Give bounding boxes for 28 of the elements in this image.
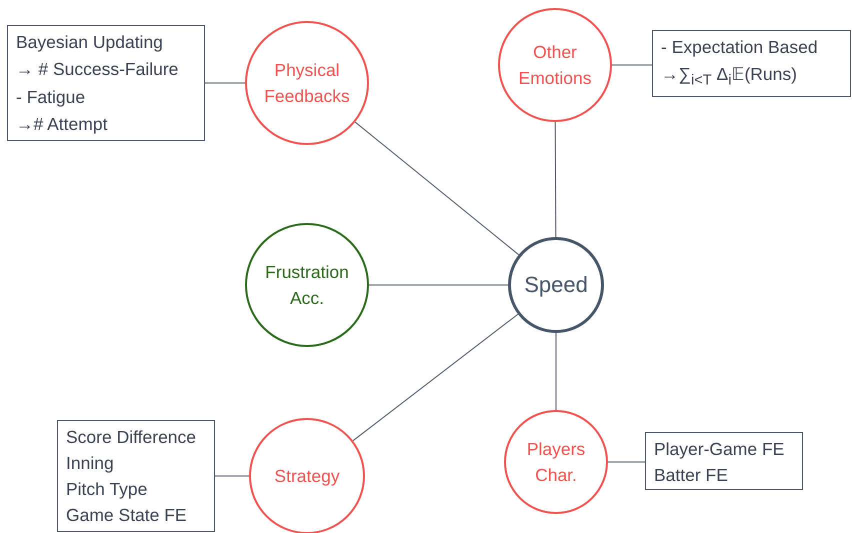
note-text: →# Attempt xyxy=(16,112,108,136)
note-text: Player-Game FE xyxy=(654,438,786,461)
node-label: Speed xyxy=(524,272,588,298)
connector-line xyxy=(352,314,518,442)
note-box xyxy=(7,25,205,141)
connector-line xyxy=(368,284,508,286)
note-text: Game State FE xyxy=(66,504,188,527)
note-text: - Fatigue xyxy=(16,86,86,109)
node-label: Frustration Acc. xyxy=(264,261,350,310)
note-text: Inning xyxy=(66,452,115,475)
node-label: Strategy xyxy=(274,465,340,488)
note-text: Pitch Type xyxy=(66,478,148,501)
connector-line xyxy=(612,64,652,66)
node-label: Players Char. xyxy=(526,438,586,487)
node-label: Other Emotions xyxy=(518,41,592,90)
note-text: Batter FE xyxy=(654,464,729,487)
connector-line xyxy=(204,82,246,84)
connector-line xyxy=(354,122,520,256)
note-text: Score Difference xyxy=(66,426,198,449)
note-box xyxy=(645,432,803,490)
note-box xyxy=(652,30,851,97)
note-text: → # Success-Failure xyxy=(16,58,180,82)
note-box xyxy=(57,420,215,532)
connector-line xyxy=(554,122,556,238)
note-text: Bayesian Updating xyxy=(16,31,164,54)
note-text: - Expectation Based xyxy=(661,36,819,59)
note-text: →∑$_{i<T}$ Δ$_{i}$𝔼(Runs) xyxy=(661,62,798,90)
node-label: Physical Feedbacks xyxy=(263,59,351,108)
